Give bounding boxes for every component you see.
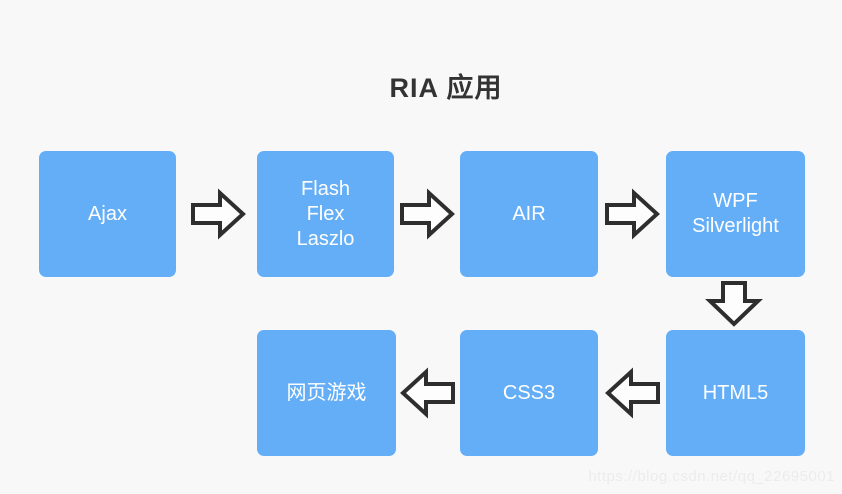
node-flash-line2: Flex [306, 202, 345, 225]
node-air-label: AIR [512, 202, 546, 225]
arrow-html5-to-css3 [605, 367, 660, 419]
right-arrow-icon [400, 188, 455, 240]
left-arrow-icon [400, 367, 455, 419]
node-css3: CSS3 [460, 330, 598, 456]
right-arrow-icon [191, 188, 246, 240]
node-ajax-label: Ajax [88, 202, 127, 225]
down-arrow-icon [705, 281, 763, 327]
node-html5: HTML5 [666, 330, 805, 456]
node-html5-label: HTML5 [702, 381, 769, 404]
arrow-ajax-to-flash [191, 188, 246, 240]
node-flash-line1: Flash [301, 177, 350, 200]
node-web-games-label: 网页游戏 [286, 381, 367, 404]
node-wpf-line1: WPF [713, 190, 758, 212]
node-web-games: 网页游戏 [257, 330, 396, 456]
arrow-wpf-to-html5 [705, 281, 763, 327]
node-css3-label: CSS3 [502, 381, 556, 404]
node-wpf-silverlight: WPF Silverlight [666, 151, 805, 277]
node-ajax: Ajax [39, 151, 176, 277]
arrow-air-to-wpf [605, 188, 660, 240]
arrow-css3-to-web-games [400, 367, 455, 419]
node-flash-line3: Laszlo [296, 227, 355, 250]
page-title: RIA 应用 [389, 73, 503, 103]
left-arrow-icon [605, 367, 660, 419]
right-arrow-icon [605, 188, 660, 240]
watermark-text: https://blog.csdn.net/qq_22695001 [588, 468, 835, 485]
node-wpf-line2: Silverlight [692, 215, 779, 237]
node-air: AIR [460, 151, 598, 277]
arrow-flash-to-air [400, 188, 455, 240]
node-flash-flex-laszlo: Flash Flex Laszlo [257, 151, 394, 277]
